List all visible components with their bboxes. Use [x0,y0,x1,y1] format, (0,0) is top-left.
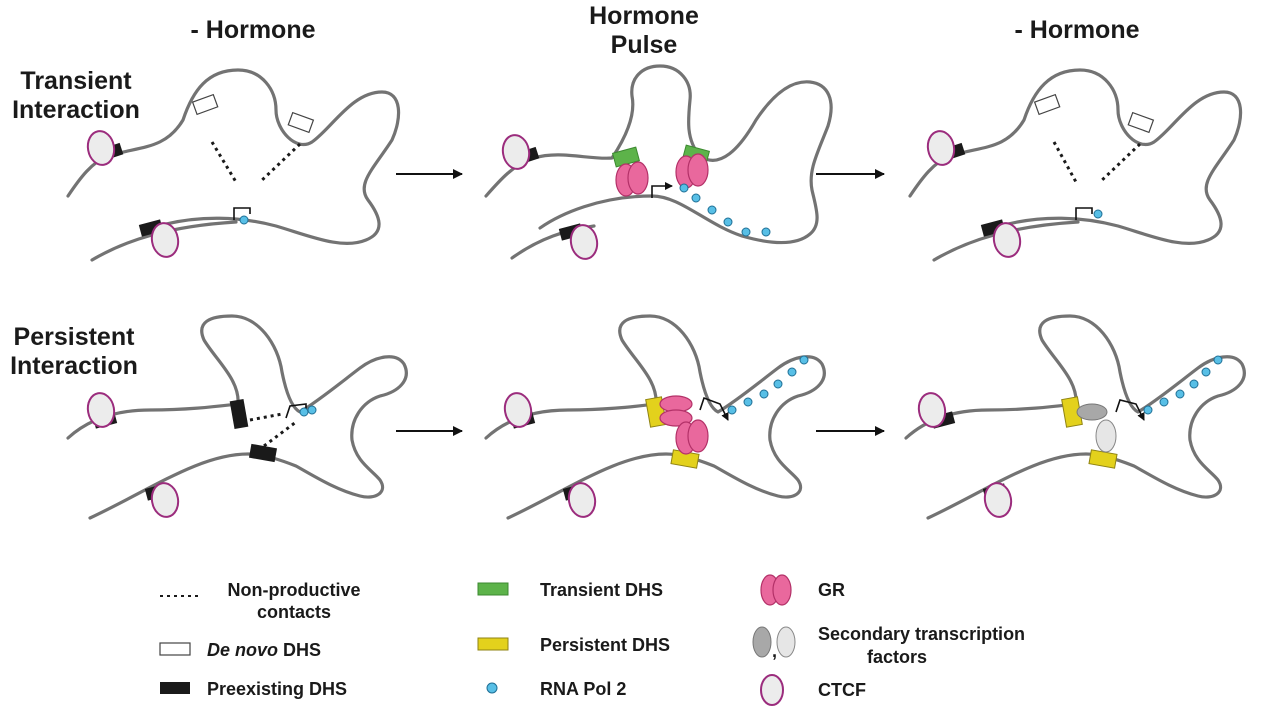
chromatin-upper [66,68,401,245]
legend-label-preexisting: Preexisting DHS [207,679,347,699]
rna-pol-2 [307,405,317,415]
panel-transient-hormone-pulse [484,64,833,262]
tss-marker [1115,399,1145,421]
rna-pol-2 [727,405,737,415]
rna-pol-2 [691,193,701,203]
col-title-middle-line2: Pulse [611,31,678,59]
tss-marker [285,403,307,419]
rna-pol-2 [707,205,717,215]
legend-label-ctcf: CTCF [818,680,866,700]
legend-swatch-transient-dhs [477,582,509,596]
panel-transient-after [908,68,1243,262]
non-productive-contact [210,141,238,183]
rna-pol-2 [723,217,733,227]
ctcf [499,132,533,172]
gr-monomer [687,419,709,453]
rna-pol-2 [787,367,797,377]
row-title-transient-line1: Transient [20,67,132,95]
de-novo-dhs [287,111,315,134]
legend-label-gr: GR [818,580,845,600]
legend: Non-productive contacts De novo DHS Pree… [159,574,1025,706]
rna-pol-2 [679,183,689,193]
panel-transient-no-hormone [66,68,401,262]
de-novo-dhs [191,93,219,116]
tss-marker [699,396,729,421]
preexisting-dhs [248,443,278,463]
panel-persistent-hormone-pulse [484,314,826,520]
non-productive-contact [258,142,302,184]
row-title-transient-line2: Interaction [12,96,140,124]
chromatin-upper [66,314,408,520]
secondary-tf [1076,403,1108,421]
rna-pol-2 [1143,405,1153,415]
legend-swatch-gr [772,574,792,606]
gr-monomer [687,153,709,187]
legend-swatch-ctcf [760,674,784,706]
ctcf [924,128,958,168]
preexisting-dhs [229,398,249,430]
secondary-tf [1095,419,1117,453]
legend-label-secondary-line1: Secondary transcription [818,624,1025,644]
rna-pol-2 [239,215,249,225]
legend-label-de-novo: De novo DHS [207,640,321,660]
row-title-persistent-line1: Persistent [14,323,136,351]
legend-label-rna-pol: RNA Pol 2 [540,679,626,699]
legend-swatch-de-novo [159,642,191,656]
rna-pol-2 [1093,209,1103,219]
non-productive-contact [1098,142,1142,184]
legend-label-de-novo-rest: DHS [278,640,321,660]
legend-swatch-persistent-dhs [477,637,509,651]
legend-label-contacts-line1: Non-productive [228,580,361,600]
rna-pol-2 [1159,397,1169,407]
panel-persistent-after [904,314,1246,520]
rna-pol-2 [759,389,769,399]
col-title-right: - Hormone [1015,16,1140,44]
legend-label-transient-dhs: Transient DHS [540,580,663,600]
chromatin-upper [908,68,1243,245]
persistent-dhs [1088,449,1118,469]
tss-marker [651,182,673,198]
rna-pol-2 [761,227,771,237]
legend-swatch-preexisting [160,682,190,694]
rna-pol-2 [1189,379,1199,389]
ctcf [84,128,118,168]
chromatin-upper [484,314,826,520]
col-title-middle-line1: Hormone [589,2,699,30]
tss-marker [233,207,251,220]
non-productive-contact [263,420,297,448]
rna-pol-2 [741,227,751,237]
rna-pol-2 [773,379,783,389]
rna-pol-2 [1213,355,1223,365]
legend-swatch-secondary [776,626,796,658]
panel-persistent-no-hormone [66,314,408,520]
chromatin-upper [484,64,833,245]
legend-label-persistent-dhs: Persistent DHS [540,635,670,655]
de-novo-dhs [1033,93,1061,116]
rna-pol-2 [743,397,753,407]
gr-monomer [627,161,649,195]
legend-label-secondary-line2: factors [867,647,927,667]
legend-label-contacts-line2: contacts [257,602,331,622]
non-productive-contact [1052,141,1078,183]
rna-pol-2 [1201,367,1211,377]
rna-pol-2 [1175,389,1185,399]
legend-swatch-secondary [752,626,772,658]
tss-marker [1075,207,1093,220]
legend-swatch-comma: , [772,641,777,661]
row-title-persistent-line2: Interaction [10,352,138,380]
legend-label-de-novo-italic: De novo [207,640,278,660]
col-title-left: - Hormone [191,16,316,44]
rna-pol-2 [299,407,309,417]
non-productive-contact [249,412,283,422]
rna-pol-2 [799,355,809,365]
de-novo-dhs [1127,111,1155,134]
legend-swatch-rna-pol [486,682,498,694]
